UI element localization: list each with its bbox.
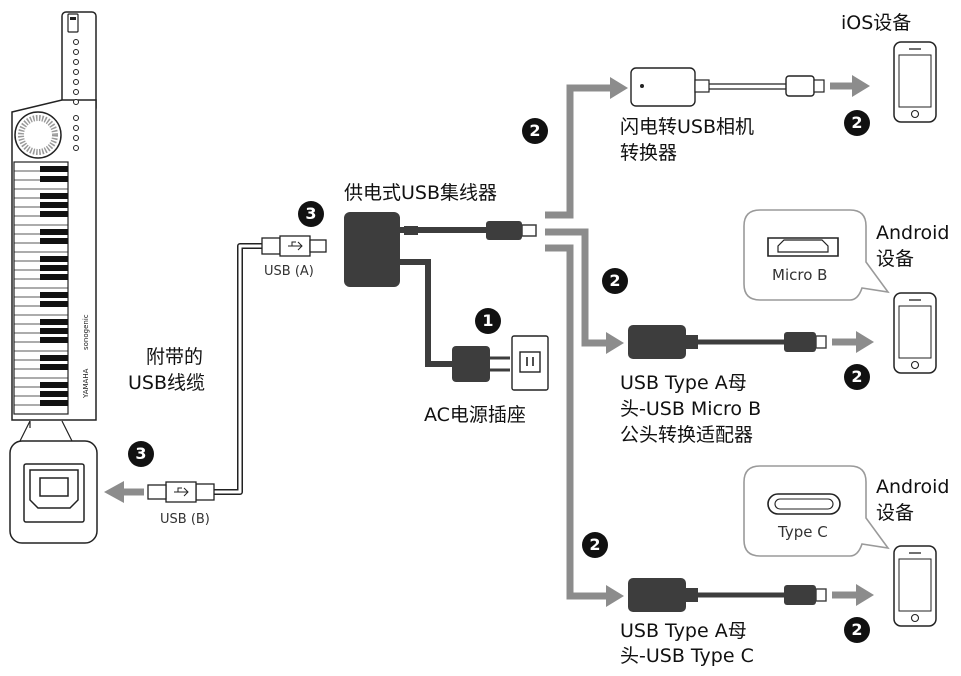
ios-device-label: iOS设备 xyxy=(841,12,912,34)
usb-a-label: USB (A) xyxy=(264,264,314,279)
step-badge-2: 2 xyxy=(582,532,608,558)
usb-a-plug xyxy=(261,235,327,257)
lightning-adapter-label-1: 闪电转USB相机 xyxy=(620,116,755,138)
keyboard-brand-logo: YAMAHA xyxy=(82,368,90,399)
arrow-head-icon xyxy=(610,77,628,99)
usb-symbol-icon xyxy=(288,241,303,251)
arrow-head-icon xyxy=(606,332,624,354)
arrow-head-icon xyxy=(606,585,624,607)
ac-adapter xyxy=(452,346,510,382)
type-c-label: Type C xyxy=(778,523,828,541)
micro-b-label: Micro B xyxy=(772,266,828,284)
android-phone-icon xyxy=(893,292,937,374)
android-2-label-2: 设备 xyxy=(876,502,915,524)
android-phone-icon xyxy=(893,545,937,627)
step-badge-2: 2 xyxy=(844,617,870,643)
micro-b-adapter-label-1: USB Type A母 xyxy=(620,372,747,394)
control-buttons xyxy=(73,39,79,151)
arrow-head-icon xyxy=(856,584,874,606)
step-badge-2: 2 xyxy=(522,118,548,144)
micro-b-adapter-label-2: 头-USB Micro B xyxy=(620,398,762,420)
keyboard-keytar: YAMAHA sonogenic xyxy=(11,11,97,442)
connection-lines xyxy=(545,84,612,600)
usb-symbol-icon xyxy=(174,487,189,497)
step-badge-2: 2 xyxy=(844,364,870,390)
lightning-camera-adapter xyxy=(630,67,825,107)
keyboard-keys xyxy=(14,166,68,406)
powered-usb-hub xyxy=(344,212,537,367)
ac-outlet-label: AC电源插座 xyxy=(424,404,526,426)
step-badge-2: 2 xyxy=(844,110,870,136)
ac-outlet-icon xyxy=(511,335,549,391)
step-badge-3: 3 xyxy=(298,201,324,227)
usb-type-c-adapter xyxy=(628,578,827,612)
arrow-head-icon xyxy=(104,481,124,503)
ios-phone-icon xyxy=(893,41,937,123)
android-2-label-1: Android xyxy=(876,476,950,498)
step-badge-3: 3 xyxy=(128,441,154,467)
arrow-head-icon xyxy=(852,75,870,97)
type-c-adapter-label-2: 头-USB Type C xyxy=(620,645,754,667)
type-c-callout xyxy=(743,465,890,557)
hub-label: 供电式USB集线器 xyxy=(344,182,498,204)
usb-b-label: USB (B) xyxy=(160,512,210,527)
cable-label-1: 附带的 xyxy=(146,346,204,368)
arrow-head-icon xyxy=(856,331,874,353)
android-1-label-1: Android xyxy=(876,222,950,244)
usb-cable xyxy=(214,243,270,495)
step-badge-1: 1 xyxy=(475,308,501,334)
cable-label-2: USB线缆 xyxy=(128,372,206,394)
lightning-adapter-label-2: 转换器 xyxy=(620,142,678,164)
usb-b-port-zoom xyxy=(9,440,98,544)
usb-b-plug xyxy=(147,481,215,503)
micro-b-adapter-label-3: 公头转换适配器 xyxy=(620,424,754,446)
micro-b-callout xyxy=(743,209,890,301)
type-c-adapter-label-1: USB Type A母 xyxy=(620,620,747,642)
keyboard-model-logo: sonogenic xyxy=(82,314,90,350)
android-1-label-2: 设备 xyxy=(876,248,915,270)
step-badge-2: 2 xyxy=(602,268,628,294)
usb-micro-b-adapter xyxy=(628,325,827,359)
